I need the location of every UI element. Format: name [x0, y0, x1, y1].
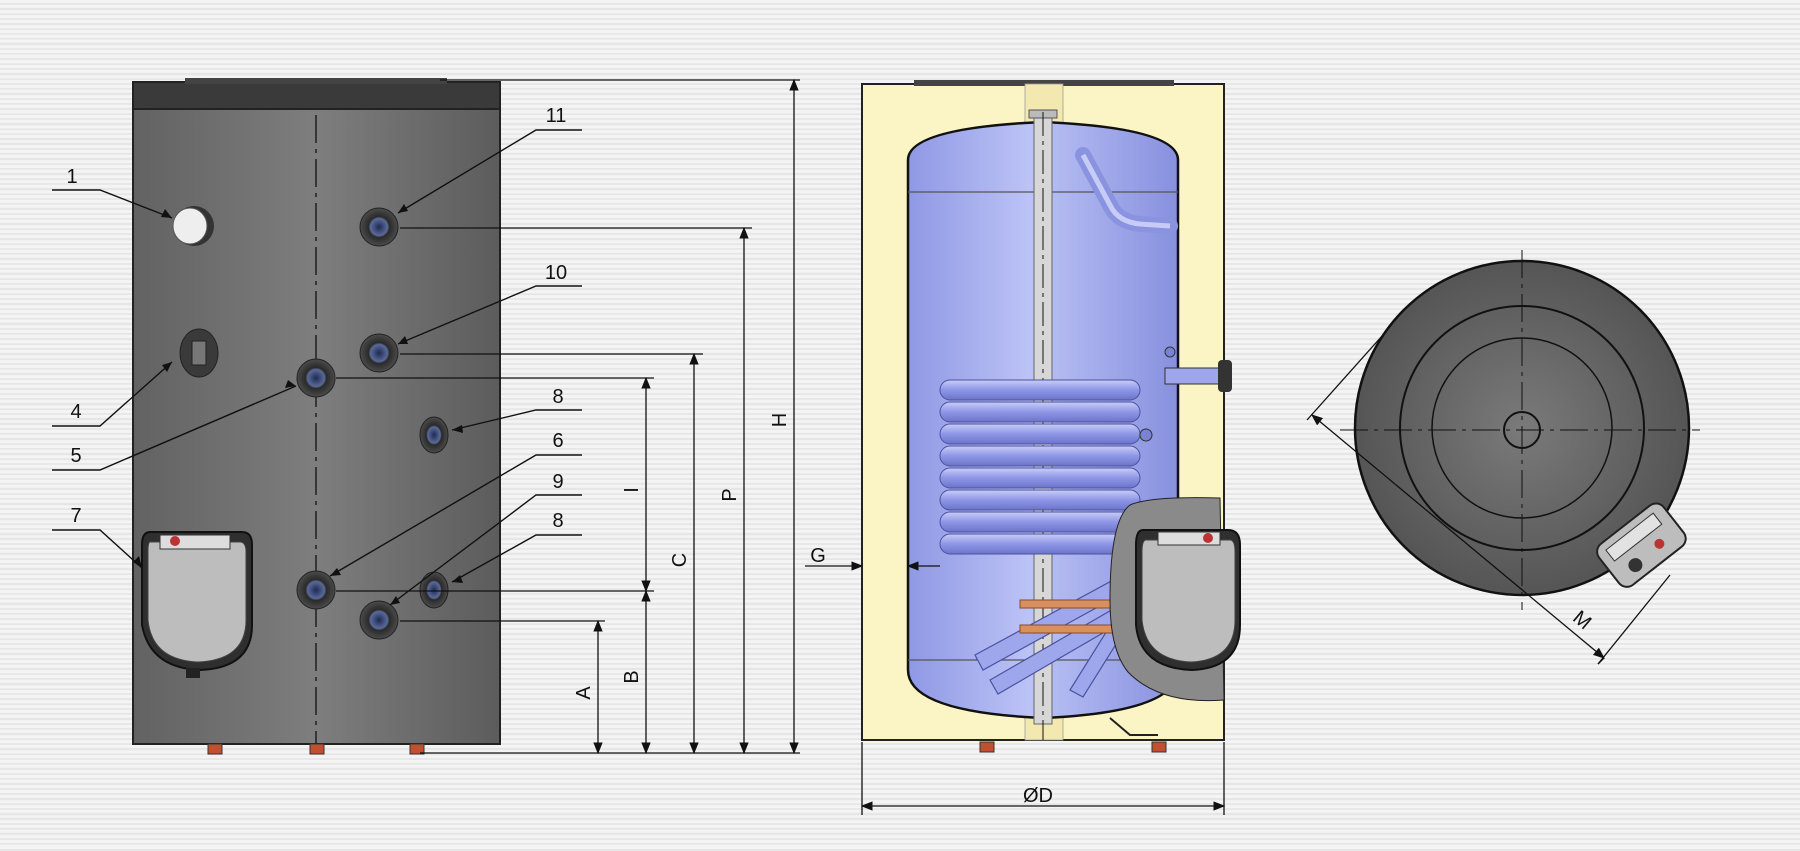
port-10 [359, 333, 399, 373]
heat-exchanger-coil [939, 379, 1141, 555]
port-6 [296, 570, 336, 610]
dim-D: ØD [1023, 785, 1053, 807]
dim-B: B [621, 670, 643, 683]
port-8-lower [419, 571, 449, 609]
dim-D-line [860, 742, 1226, 815]
cross-section-view [861, 80, 1241, 753]
callout-10: 10 [545, 262, 567, 284]
dim-G: G [810, 545, 826, 567]
callout-11: 11 [546, 105, 567, 127]
callout-1: 1 [66, 166, 77, 188]
vertical-dimensions [336, 78, 800, 755]
callout-8-upper: 8 [552, 386, 563, 408]
port-9 [359, 600, 399, 640]
port-4-anode [179, 328, 219, 378]
top-heater-control-unit [1596, 502, 1687, 588]
dim-P: P [719, 488, 741, 501]
callout-8-lower: 8 [552, 510, 563, 532]
dim-A: A [573, 686, 595, 700]
dim-M: M [1568, 607, 1595, 635]
top-view [1340, 250, 1700, 610]
tank-top-cap [132, 81, 501, 110]
section-heater-control-unit [1109, 497, 1241, 702]
callout-5: 5 [70, 445, 81, 467]
port-8-upper [419, 416, 449, 454]
heater-control-unit [141, 531, 253, 678]
dim-H: H [769, 413, 791, 427]
dim-C: C [669, 553, 691, 567]
port-11 [359, 207, 399, 247]
front-exterior-view [132, 78, 501, 755]
callout-leaders [52, 129, 582, 606]
callout-6: 6 [552, 430, 563, 452]
callout-9: 9 [552, 471, 563, 493]
dim-M-line [1306, 335, 1671, 665]
callout-7: 7 [70, 505, 81, 527]
dim-I: I [621, 487, 643, 493]
port-1-sensor-cap [172, 206, 214, 246]
port-5 [296, 358, 336, 398]
callout-4: 4 [70, 401, 81, 423]
